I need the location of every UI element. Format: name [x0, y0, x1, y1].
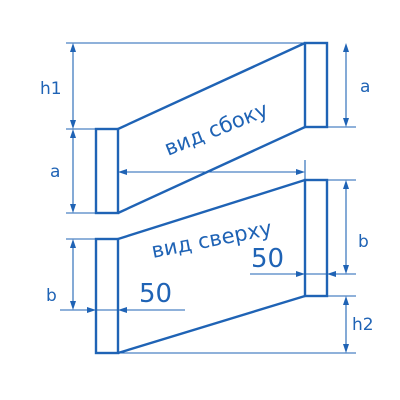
label-a-left: a — [50, 162, 60, 182]
label-a-right: a — [360, 77, 370, 97]
top-view — [94, 178, 329, 355]
label-b-right: b — [358, 232, 369, 252]
side-left-flange — [94, 127, 120, 215]
label-h2: h2 — [352, 315, 374, 335]
side-right-flange — [303, 41, 329, 129]
top-right-flange — [303, 178, 329, 298]
label-b-left: b — [46, 286, 57, 306]
top-lower-edge — [117, 294, 306, 355]
dimension-lines — [60, 42, 356, 354]
top-upper-edge — [117, 178, 306, 241]
label-h1: h1 — [40, 79, 62, 99]
labels: h1 a a вид сбоку вид сверху b b h2 50 50 — [40, 77, 374, 335]
side-bottom-edge — [117, 125, 306, 215]
label-offset-left: 50 — [139, 279, 172, 309]
side-top-edge — [117, 41, 306, 131]
top-left-flange — [94, 237, 120, 355]
label-offset-right: 50 — [251, 244, 284, 274]
